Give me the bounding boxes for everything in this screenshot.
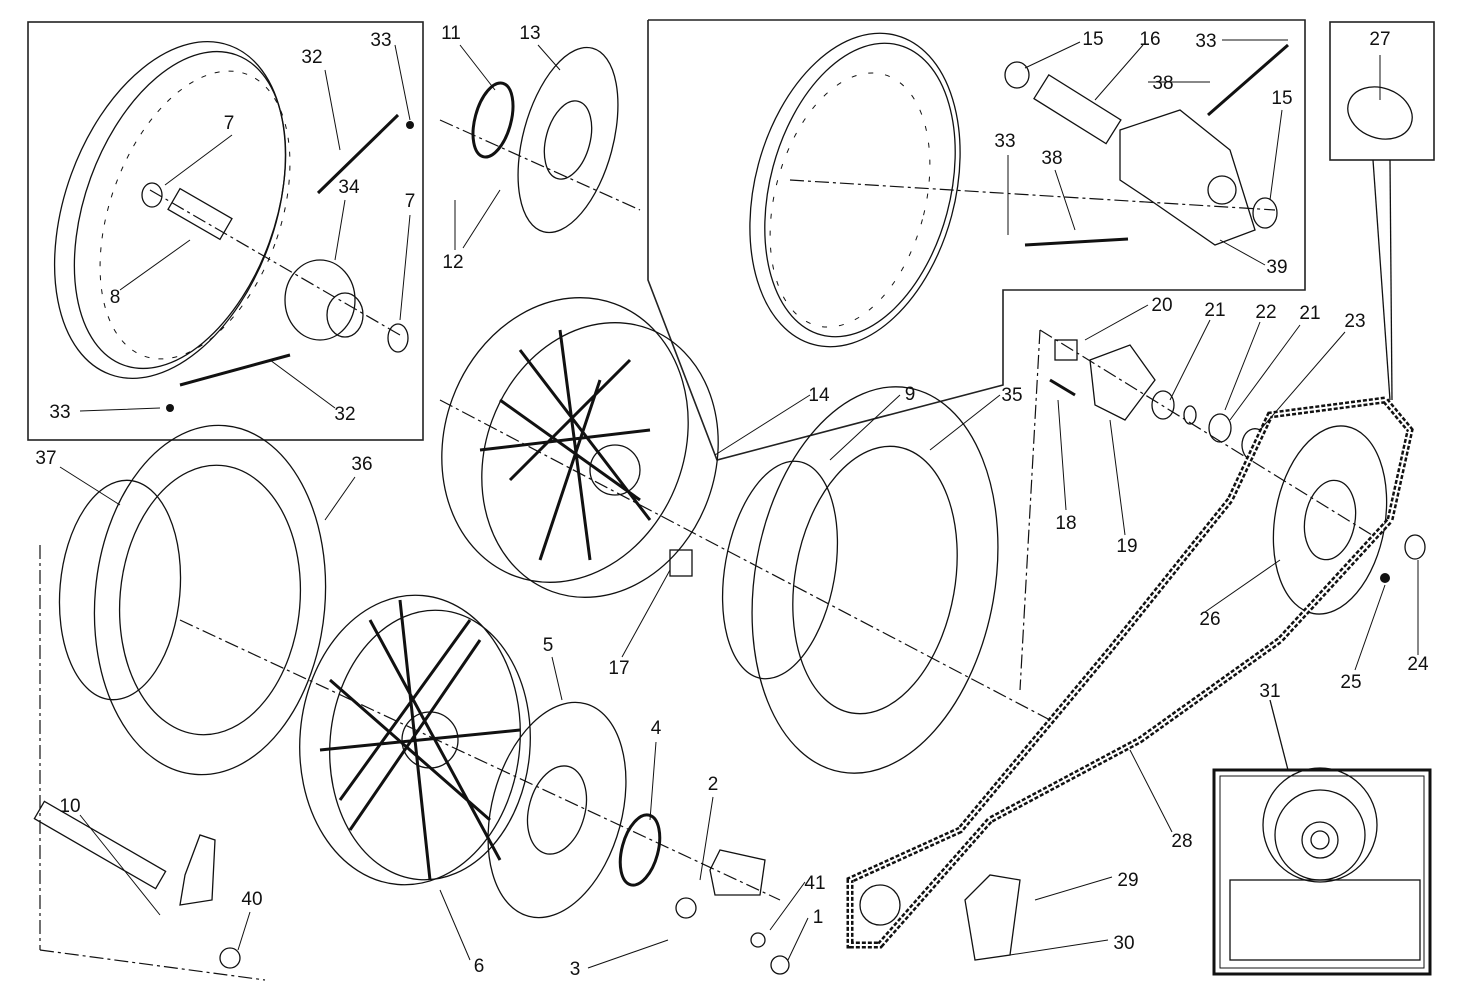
callout-35: 35 (1001, 385, 1022, 406)
callout-17: 17 (608, 658, 629, 679)
callout-38: 38 (1041, 148, 1062, 169)
callout-23: 23 (1344, 311, 1365, 332)
callout-34: 34 (338, 177, 360, 198)
front-hub-inset (27, 21, 424, 441)
callout-33: 33 (370, 30, 391, 51)
callout-13: 13 (519, 23, 540, 44)
callout-29: 29 (1117, 870, 1138, 891)
callout-33: 33 (49, 402, 70, 423)
sprocket-carrier (1019, 329, 1381, 691)
callout-4: 4 (651, 718, 662, 739)
callout-26: 26 (1199, 609, 1220, 630)
rear-brake-disc (439, 46, 641, 234)
rear-hub (1119, 109, 1256, 246)
callout-41: 41 (804, 873, 825, 894)
kit-inset (1329, 21, 1435, 401)
callout-2: 2 (708, 774, 719, 795)
rear-hub-inset (647, 19, 1306, 461)
sprocket-cover-inset (1212, 699, 1432, 976)
chain-and-sprocket (846, 396, 1426, 961)
callout-16: 16 (1139, 29, 1160, 50)
callout-37: 37 (35, 448, 56, 469)
front-tire (39, 424, 327, 981)
callout-30: 30 (1113, 933, 1134, 954)
callout-28: 28 (1171, 831, 1192, 852)
callout-11: 11 (441, 23, 461, 44)
rear-tire (721, 386, 999, 774)
callout-21: 21 (1204, 300, 1225, 321)
callout-7: 7 (405, 191, 416, 212)
callout-19: 19 (1116, 536, 1137, 557)
callout-38: 38 (1152, 73, 1173, 94)
callout-32: 32 (301, 47, 322, 68)
callout-5: 5 (543, 635, 554, 656)
rear-wheel (439, 297, 1051, 721)
callout-33: 33 (1195, 31, 1216, 52)
callout-18: 18 (1055, 513, 1076, 534)
callout-15: 15 (1082, 29, 1103, 50)
callout-24: 24 (1407, 654, 1429, 675)
front-axle (33, 800, 790, 975)
callout-7: 7 (224, 113, 235, 134)
front-wheel (179, 594, 781, 901)
callout-21: 21 (1299, 303, 1320, 324)
chain-guard (964, 874, 1021, 961)
callout-9: 9 (905, 384, 916, 405)
callout-10: 10 (59, 796, 80, 817)
callout-36: 36 (351, 454, 372, 475)
callout-14: 14 (808, 385, 830, 406)
front-hub (284, 259, 356, 341)
callout-3: 3 (570, 959, 581, 980)
callout-20: 20 (1151, 295, 1172, 316)
callout-31: 31 (1259, 681, 1280, 702)
front-brake-disc (487, 701, 662, 919)
callout-25: 25 (1340, 672, 1361, 693)
callout-39: 39 (1266, 257, 1287, 278)
callout-22: 22 (1255, 302, 1276, 323)
callout-40: 40 (241, 889, 262, 910)
callout-33: 33 (994, 131, 1015, 152)
callout-15: 15 (1271, 88, 1292, 109)
callout-32: 32 (334, 404, 355, 425)
callout-labels: 33 32 7 34 7 8 33 32 11 13 12 15 16 33 3… (35, 23, 1429, 980)
leader-lines (59, 39, 1419, 969)
callout-12: 12 (442, 252, 463, 273)
callout-1: 1 (813, 907, 824, 928)
callout-6: 6 (474, 956, 485, 977)
callout-27: 27 (1369, 29, 1390, 50)
callout-8: 8 (110, 287, 121, 308)
